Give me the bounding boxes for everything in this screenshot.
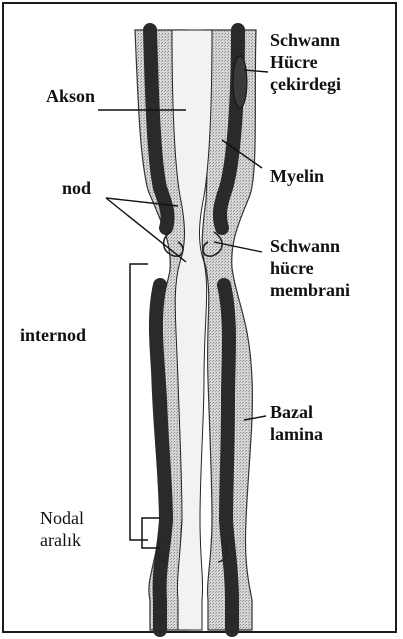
label-schwann-nucleus-1: Schwann xyxy=(270,30,340,50)
label-nodal-2: aralık xyxy=(40,530,81,550)
label-akson: Akson xyxy=(46,86,95,106)
label-myelin: Myelin xyxy=(270,166,324,186)
label-schwann-nucleus-2: Hücre xyxy=(270,52,318,72)
label-schwann-membrane-2: hücre xyxy=(270,258,314,278)
label-nod: nod xyxy=(62,178,91,198)
label-basal-2: lamina xyxy=(270,424,323,444)
label-schwann-membrane-1: Schwann xyxy=(270,236,340,256)
label-basal-1: Bazal xyxy=(270,402,313,422)
label-internod: internod xyxy=(20,325,86,345)
schwann-nucleus xyxy=(233,56,247,108)
label-schwann-nucleus-3: çekirdegi xyxy=(270,74,341,94)
internod-bracket xyxy=(130,264,148,540)
label-schwann-membrane-3: membrani xyxy=(270,280,350,300)
label-nodal-1: Nodal xyxy=(40,508,84,528)
